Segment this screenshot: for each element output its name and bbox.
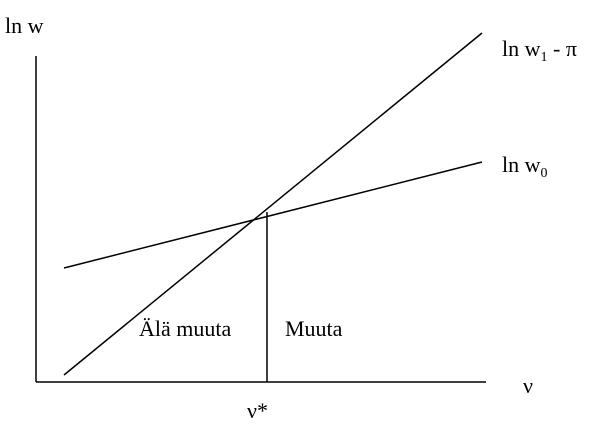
threshold-label: ν*: [247, 398, 268, 423]
line-ln-w0: [63, 161, 483, 269]
x-axis-label: ν: [523, 373, 533, 398]
label-ln-w1-minus-pi: ln w1 - π: [502, 36, 577, 65]
line-ln-w1-minus-pi: [63, 32, 483, 376]
region-right-label: Muuta: [285, 316, 343, 341]
label-ln-w0: ln w0: [502, 152, 548, 181]
region-left-label: Älä muuta: [139, 316, 231, 341]
y-axis-label: ln w: [5, 13, 44, 38]
